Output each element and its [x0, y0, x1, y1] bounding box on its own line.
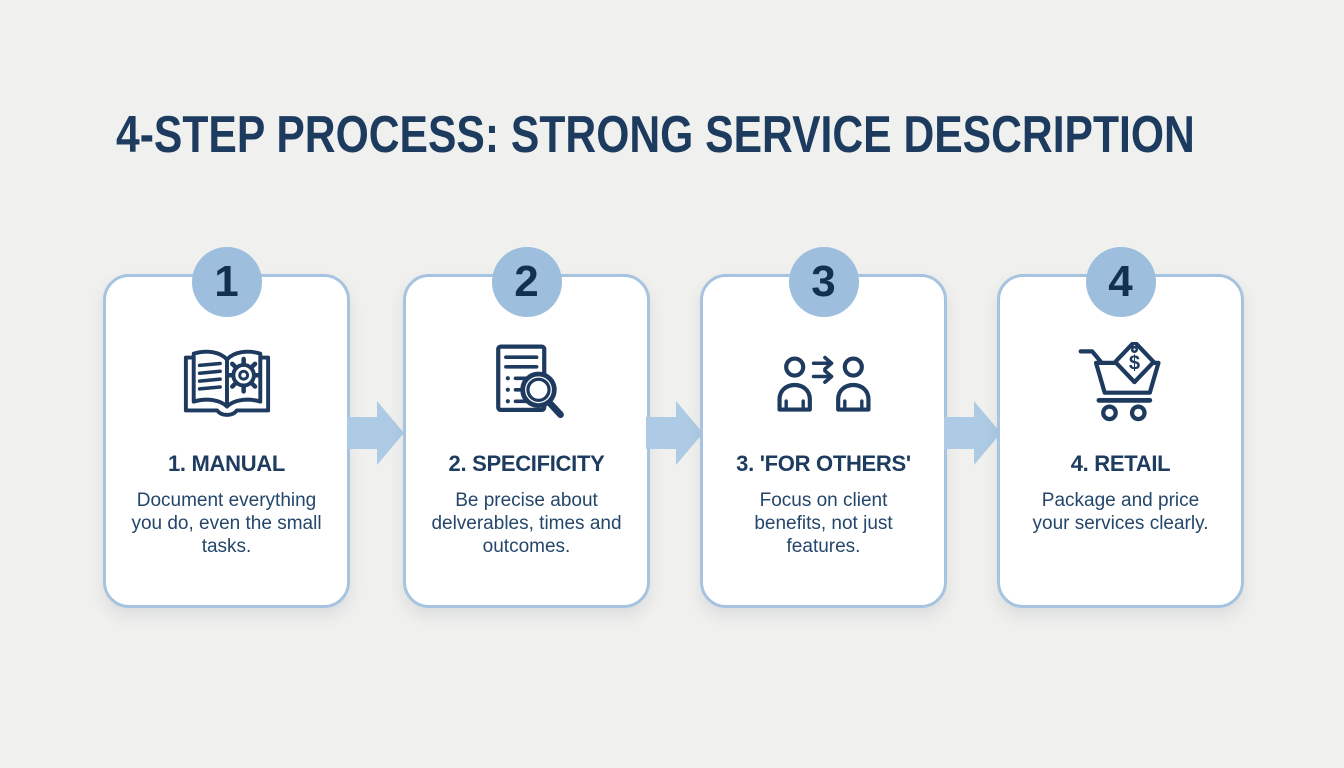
step-card-retail: 4 $ 4. RETAIL Package and price your ser: [997, 247, 1244, 608]
step-heading: 4. RETAIL: [1070, 451, 1171, 476]
page-title: 4-STEP PROCESS: STRONG SERVICE DESCRIPTI…: [116, 106, 1195, 164]
arrow-right-icon: [944, 401, 1001, 465]
step-heading: 3. 'FOR OTHERS': [736, 451, 911, 476]
gear-glyph: [224, 356, 262, 394]
step-number: 2: [514, 257, 539, 306]
step-number: 3: [811, 257, 836, 306]
person-right-glyph: [835, 356, 871, 412]
document-magnifier-icon: [481, 339, 573, 431]
step-number-badge: 3: [788, 247, 859, 317]
person-left-glyph: [776, 356, 812, 412]
step-description: Document everything you do, even the sma…: [131, 490, 322, 558]
step-card-for-others: 3: [700, 247, 947, 608]
svg-text:$: $: [1128, 353, 1139, 375]
step-heading: 1. MANUAL: [167, 451, 286, 476]
cart-price-tag-icon: $: [1073, 339, 1169, 431]
step-number-badge: 2: [491, 247, 562, 317]
magnifier-glyph: [519, 371, 564, 419]
arrow-right-icon: [646, 401, 703, 465]
step-number-badge: 4: [1085, 247, 1156, 317]
step-number: 1: [214, 257, 239, 306]
open-book-gear-icon: [180, 339, 274, 431]
step-number: 4: [1108, 257, 1133, 306]
step-description: Be precise about delverables, times and …: [431, 490, 622, 558]
cart-glyph: [1078, 349, 1161, 422]
step-description: Focus on client benefits, not just featu…: [754, 490, 893, 558]
price-tag-glyph: $: [1112, 342, 1156, 385]
step-card-manual: 1: [103, 247, 350, 608]
arrow-right-icon: [347, 401, 404, 465]
transfer-arrows-glyph: [811, 355, 833, 384]
step-heading: 2. SPECIFICITY: [448, 451, 605, 476]
step-description: Package and price your services clearly.: [1032, 490, 1209, 535]
step-card-specificity: 2 2. SPECIFICITY Be precise abo: [403, 247, 650, 608]
step-number-badge: 1: [191, 247, 262, 317]
people-transfer-icon: [772, 339, 876, 431]
